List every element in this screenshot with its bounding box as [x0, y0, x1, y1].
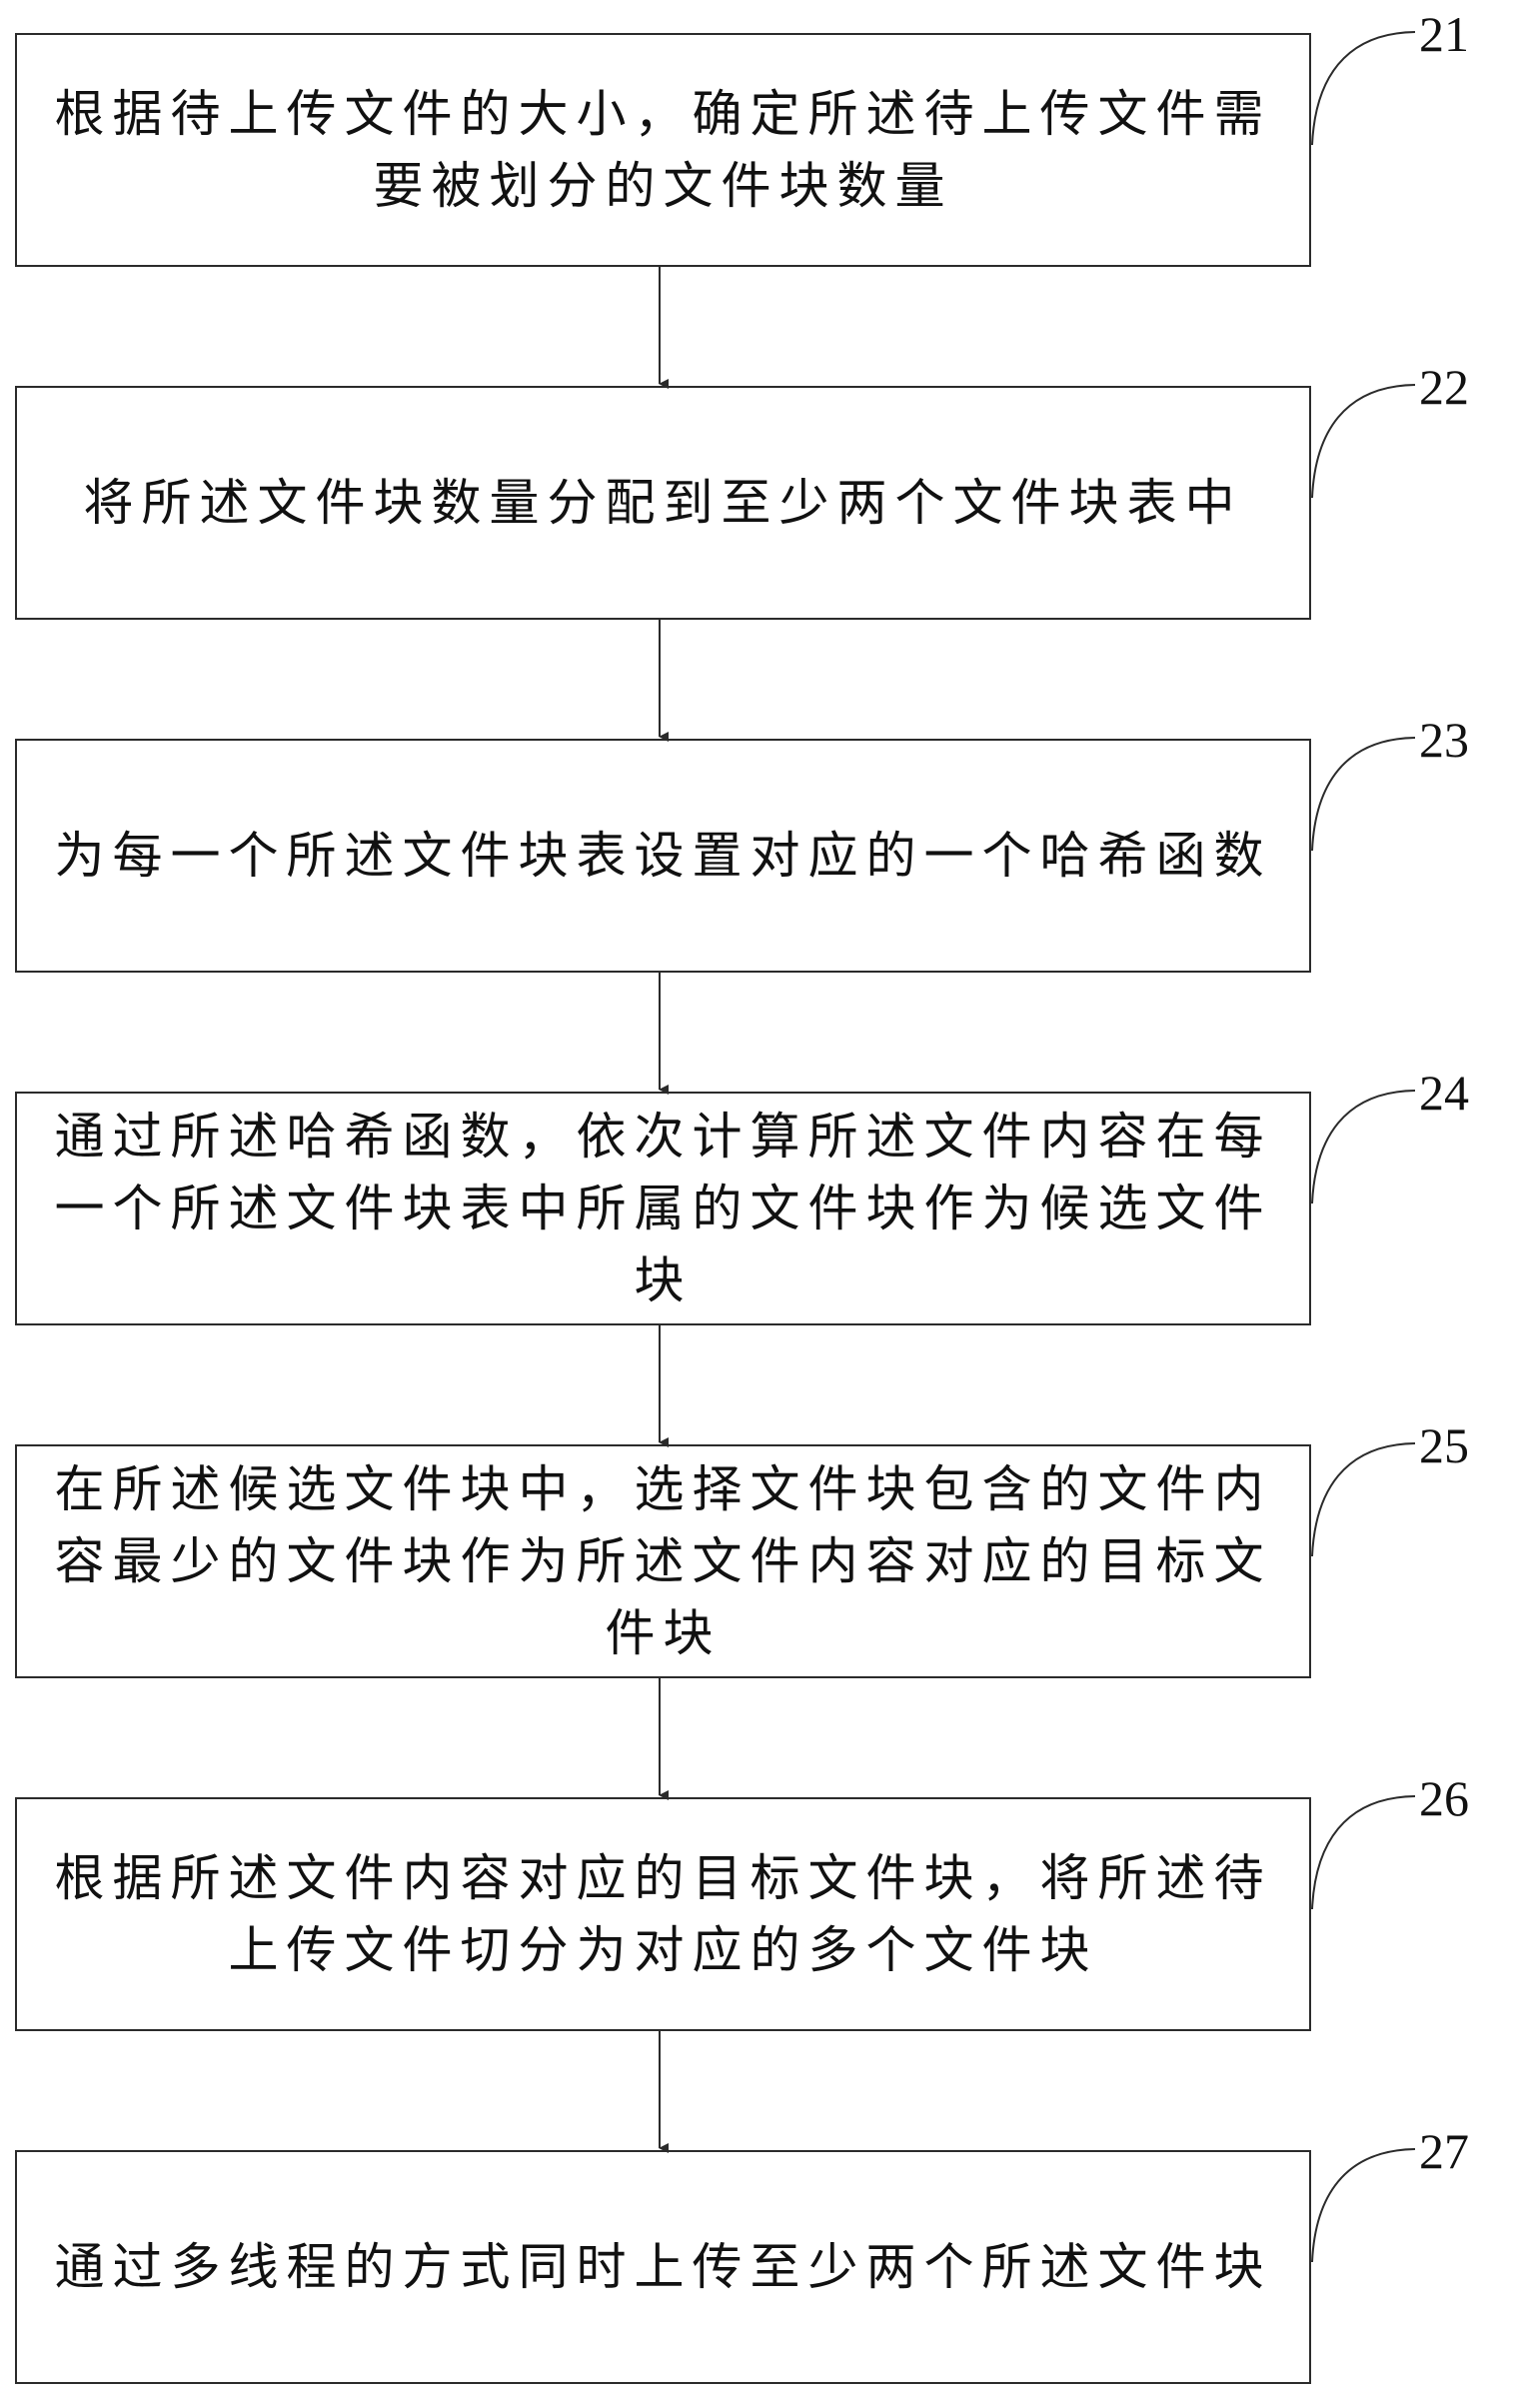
step-number-23: 23	[1419, 712, 1469, 768]
step-number-25: 25	[1419, 1417, 1469, 1473]
leader-curve-24	[1311, 1090, 1416, 1204]
step-text-25: 在所述候选文件块中，选择文件块包含的文件内容最少的文件块作为所述文件内容对应的目…	[54, 1460, 1272, 1662]
step-text-24: 通过所述哈希函数，依次计算所述文件内容在每一个所述文件块表中所属的文件块作为候选…	[54, 1108, 1272, 1309]
leader-curve-21	[1311, 31, 1416, 146]
step-box-22: 将所述文件块数量分配到至少两个文件块表中	[15, 386, 1311, 620]
leader-curve-25	[1311, 1442, 1416, 1557]
leader-curve-26	[1311, 1795, 1416, 1910]
step-text-23: 为每一个所述文件块表设置对应的一个哈希函数	[54, 827, 1272, 885]
leader-curve-22	[1311, 384, 1416, 499]
step-number-26: 26	[1419, 1770, 1469, 1826]
step-text-21: 根据待上传文件的大小，确定所述待上传文件需要被划分的文件块数量	[54, 85, 1272, 215]
step-text-26: 根据所述文件内容对应的目标文件块，将所述待上传文件切分为对应的多个文件块	[54, 1849, 1272, 1979]
leader-curve-27	[1311, 2148, 1416, 2263]
step-box-23: 为每一个所述文件块表设置对应的一个哈希函数	[15, 739, 1311, 973]
step-box-26: 根据所述文件内容对应的目标文件块，将所述待上传文件切分为对应的多个文件块	[15, 1797, 1311, 2031]
step-number-24: 24	[1419, 1065, 1469, 1121]
step-text-22: 将所述文件块数量分配到至少两个文件块表中	[83, 474, 1243, 532]
step-box-27: 通过多线程的方式同时上传至少两个所述文件块	[15, 2150, 1311, 2384]
step-box-24: 通过所述哈希函数，依次计算所述文件内容在每一个所述文件块表中所属的文件块作为候选…	[15, 1092, 1311, 1325]
step-number-27: 27	[1419, 2123, 1469, 2179]
leader-curve-23	[1311, 737, 1416, 852]
step-number-22: 22	[1419, 359, 1469, 415]
step-text-27: 通过多线程的方式同时上传至少两个所述文件块	[54, 2238, 1272, 2296]
step-box-25: 在所述候选文件块中，选择文件块包含的文件内容最少的文件块作为所述文件内容对应的目…	[15, 1444, 1311, 1678]
step-box-21: 根据待上传文件的大小，确定所述待上传文件需要被划分的文件块数量	[15, 33, 1311, 267]
step-number-21: 21	[1419, 6, 1469, 62]
